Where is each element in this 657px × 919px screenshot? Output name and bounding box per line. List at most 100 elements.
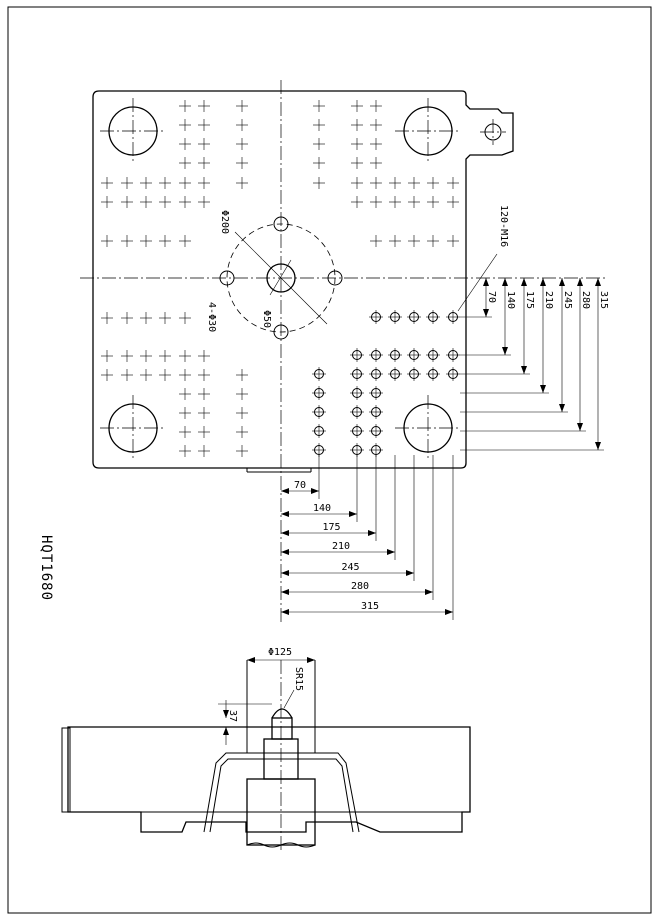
mounting-hole	[273, 216, 289, 232]
cross-mark	[198, 445, 210, 457]
dimension-label: 245	[342, 562, 360, 573]
nozzle-side-view: Φ125 SR15 37	[61, 647, 471, 850]
tapped-holes-leader	[457, 253, 498, 312]
cross-mark	[313, 100, 325, 112]
cross-mark	[159, 369, 171, 381]
platen-top-view: Φ200 4-Φ30 Φ50 120-M16	[80, 80, 605, 622]
cross-mark	[198, 369, 210, 381]
horizontal-dimension: 245	[281, 455, 415, 581]
cross-mark	[121, 369, 133, 381]
diameter-leader	[234, 231, 328, 325]
tapped-hole	[312, 424, 326, 438]
tapped-hole	[407, 310, 421, 324]
tapped-hole	[369, 367, 383, 381]
tie-bar-hole	[395, 395, 461, 461]
dimension-label: 280	[580, 291, 591, 309]
tapped-hole	[369, 310, 383, 324]
cross-mark	[236, 100, 248, 112]
dimension-label: 175	[524, 291, 535, 309]
bolt-circle-phi200	[226, 223, 336, 333]
horizontal-dimension: 315	[281, 455, 454, 620]
cross-mark	[313, 138, 325, 150]
sr15-leader	[283, 689, 295, 709]
tapped-hole	[369, 405, 383, 419]
cross-mark	[236, 407, 248, 419]
platen-outline	[92, 90, 514, 469]
horizontal-dimension: 140	[281, 455, 358, 522]
platen-side-flange	[61, 727, 71, 813]
tapped-hole	[312, 367, 326, 381]
mounting-hole	[327, 270, 343, 286]
cross-mark	[121, 235, 133, 247]
dimension-label: 210	[332, 541, 350, 552]
cross-mark	[179, 350, 191, 362]
cross-mark	[121, 177, 133, 189]
cross-mark	[370, 235, 382, 247]
cross-mark	[121, 196, 133, 208]
tapped-hole	[312, 443, 326, 457]
cross-mark	[198, 350, 210, 362]
vertical-dimension: 70	[460, 278, 497, 318]
cross-mark-pattern	[101, 100, 459, 457]
cross-mark	[179, 407, 191, 419]
tapped-hole	[388, 348, 402, 362]
tapped-hole	[369, 386, 383, 400]
cross-mark	[140, 369, 152, 381]
cross-mark	[198, 426, 210, 438]
cross-mark	[179, 100, 191, 112]
cross-mark	[159, 235, 171, 247]
cross-mark	[351, 100, 363, 112]
tapped-hole	[350, 367, 364, 381]
cross-mark	[198, 196, 210, 208]
cross-mark	[121, 350, 133, 362]
cross-mark	[179, 196, 191, 208]
dimension-label: 140	[313, 503, 331, 514]
cross-mark	[179, 157, 191, 169]
cross-mark	[198, 157, 210, 169]
cross-mark	[236, 369, 248, 381]
center-hole-phi50	[266, 263, 296, 293]
cross-mark	[179, 426, 191, 438]
cross-mark	[101, 369, 113, 381]
tapped-hole	[407, 348, 421, 362]
cross-mark	[179, 312, 191, 324]
cross-mark	[313, 177, 325, 189]
dimension-label: 245	[562, 291, 573, 309]
cross-mark	[313, 157, 325, 169]
dimension-label: 140	[505, 291, 516, 309]
nozzle-recess	[209, 758, 354, 833]
cross-mark	[236, 426, 248, 438]
cross-mark	[408, 177, 420, 189]
cross-mark	[370, 196, 382, 208]
cross-mark	[198, 177, 210, 189]
tapped-hole	[312, 386, 326, 400]
cross-mark	[179, 445, 191, 457]
cross-mark	[198, 388, 210, 400]
cross-mark	[447, 235, 459, 247]
dimension-label: 280	[351, 581, 369, 592]
cross-mark	[351, 177, 363, 189]
cross-mark	[236, 445, 248, 457]
cross-mark	[370, 100, 382, 112]
cross-mark	[370, 157, 382, 169]
cross-mark	[179, 138, 191, 150]
cross-mark	[408, 235, 420, 247]
vertical-dimension: 245	[460, 278, 573, 413]
model-label: HQT1680	[38, 535, 54, 601]
lifting-lug-hole	[480, 119, 506, 145]
tapped-hole	[350, 424, 364, 438]
cross-mark	[447, 196, 459, 208]
cross-mark	[198, 119, 210, 131]
cross-mark	[140, 312, 152, 324]
tapped-hole	[312, 405, 326, 419]
phi125-label: Φ125	[268, 647, 292, 658]
horizontal-dimension: 280	[281, 455, 434, 600]
cross-mark	[389, 235, 401, 247]
cross-mark	[351, 196, 363, 208]
cross-mark	[101, 235, 113, 247]
tapped-hole-pattern	[312, 310, 460, 457]
tapped-hole	[350, 443, 364, 457]
cross-mark	[121, 312, 133, 324]
